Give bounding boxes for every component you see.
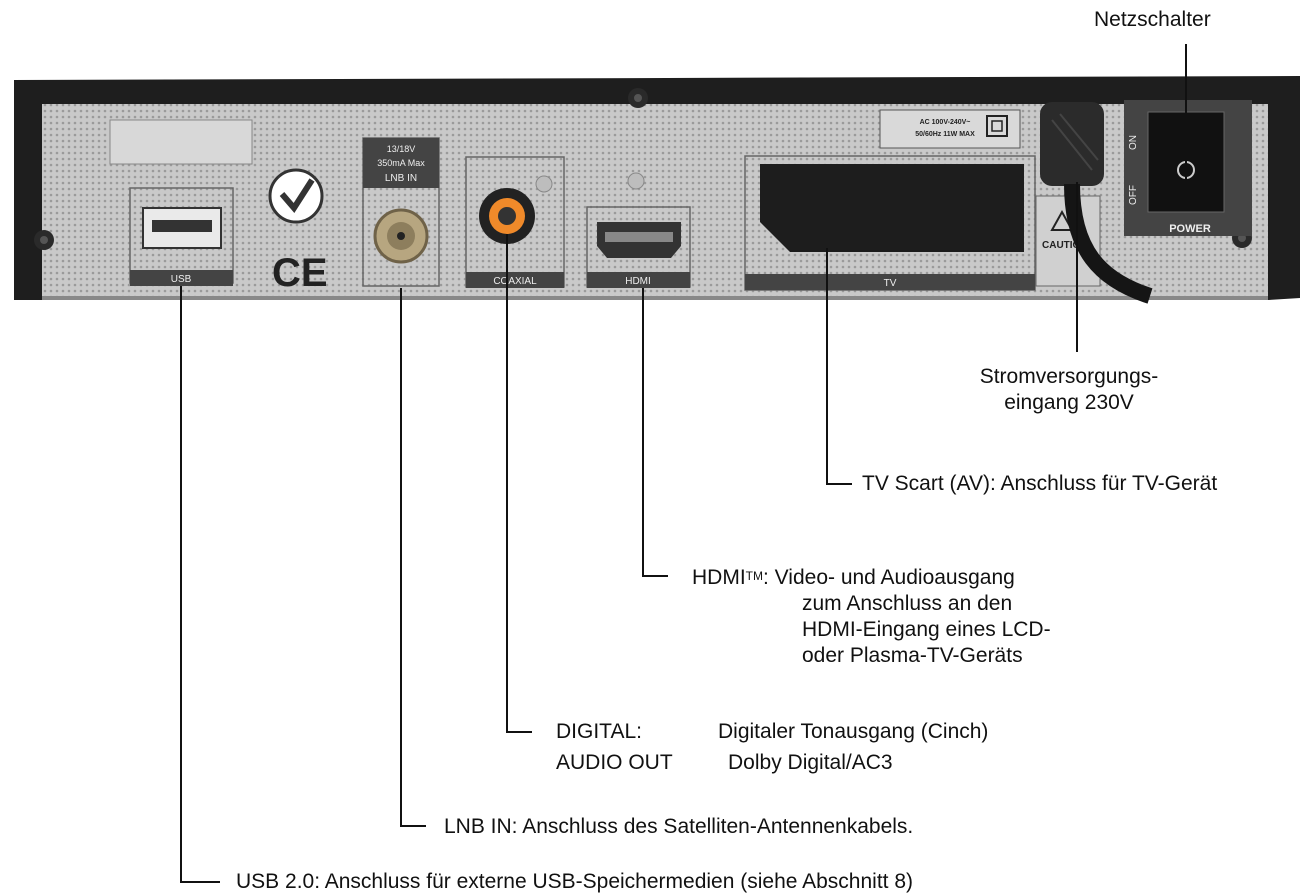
leader-power-switch [1185, 44, 1187, 180]
callout-hdmi-line4: oder Plasma-TV-Geräts [802, 644, 1023, 667]
callout-power-switch: Netzschalter [1094, 8, 1211, 31]
callout-hdmi-sup: TM [745, 569, 763, 583]
leader-lnb-h [400, 825, 426, 827]
svg-text:350mA Max: 350mA Max [377, 158, 425, 168]
callout-power-input-line1: Stromversorgungs- [979, 365, 1159, 388]
svg-text:USB: USB [171, 274, 192, 285]
power-cable [1040, 102, 1153, 304]
callout-hdmi: HDMITM: Video- und Audioausgang zum Ansc… [692, 565, 1051, 669]
callout-hdmi-line2: zum Anschluss an den [802, 592, 1013, 615]
callout-lnb-in: LNB IN: Anschluss des Satelliten-Antenne… [444, 815, 914, 838]
svg-text:POWER: POWER [1169, 223, 1211, 235]
coaxial-port: COAXIAL [465, 156, 565, 288]
svg-text:COAXIAL: COAXIAL [493, 276, 537, 287]
compliance-logo-icon [268, 168, 324, 224]
leader-hdmi-v [642, 288, 644, 576]
label-sticker [109, 119, 253, 165]
callout-tv-scart: TV Scart (AV): Anschluss für TV-Gerät [862, 472, 1218, 495]
leader-lnb-v [400, 288, 402, 826]
svg-text:CAUTION: CAUTION [1042, 240, 1088, 251]
leader-tv-scart-v [826, 248, 828, 484]
housing-top [14, 76, 1300, 300]
callout-digital-desc1: Digitaler Tonausgang (Cinch) [718, 720, 989, 743]
leader-hdmi-h [642, 575, 668, 577]
usb-port: USB [129, 187, 234, 286]
svg-text:ON: ON [1128, 135, 1139, 150]
panel-base [42, 296, 1268, 300]
ce-mark: CE [272, 251, 328, 295]
svg-text:OFF: OFF [1128, 185, 1139, 205]
callout-digital-label1: DIGITAL: [556, 720, 642, 743]
leader-usb-v [180, 286, 182, 882]
callout-usb: USB 2.0: Anschluss für externe USB-Speic… [236, 870, 914, 893]
lnb-in-port: 13/18V 350mA Max LNB IN [362, 137, 440, 287]
svg-text:50/60Hz 11W MAX: 50/60Hz 11W MAX [915, 131, 975, 138]
callout-digital-desc2: Dolby Digital/AC3 [728, 751, 893, 774]
callout-hdmi-line3: HDMI-Eingang eines LCD- [802, 618, 1051, 641]
leader-tv-scart-h [826, 483, 852, 485]
power-switch: ON OFF POWER [1124, 100, 1252, 236]
callout-hdmi-prefix: HDMI [692, 566, 746, 589]
callout-hdmi-line1: : Video- und Audioausgang [763, 566, 1015, 589]
svg-text:TV: TV [884, 278, 897, 289]
svg-text:13/18V: 13/18V [387, 144, 416, 154]
svg-text:LNB IN: LNB IN [385, 173, 417, 184]
svg-text:HDMI: HDMI [625, 276, 651, 287]
callout-power-input-line2: eingang 230V [1004, 391, 1134, 414]
leader-usb-h [180, 881, 220, 883]
scart-port: TV [744, 155, 1036, 291]
svg-text:AC 100V-240V~: AC 100V-240V~ [920, 119, 971, 126]
leader-coaxial-v [506, 234, 508, 732]
callout-digital-label2: AUDIO OUT [556, 751, 673, 774]
leader-coaxial-h [506, 731, 532, 733]
hdmi-port: HDMI [586, 206, 691, 288]
callout-power-input: Stromversorgungs- eingang 230V [966, 364, 1172, 416]
ac-spec-label: AC 100V-240V~ 50/60Hz 11W MAX [879, 109, 1021, 149]
leader-power-input [1076, 182, 1078, 352]
